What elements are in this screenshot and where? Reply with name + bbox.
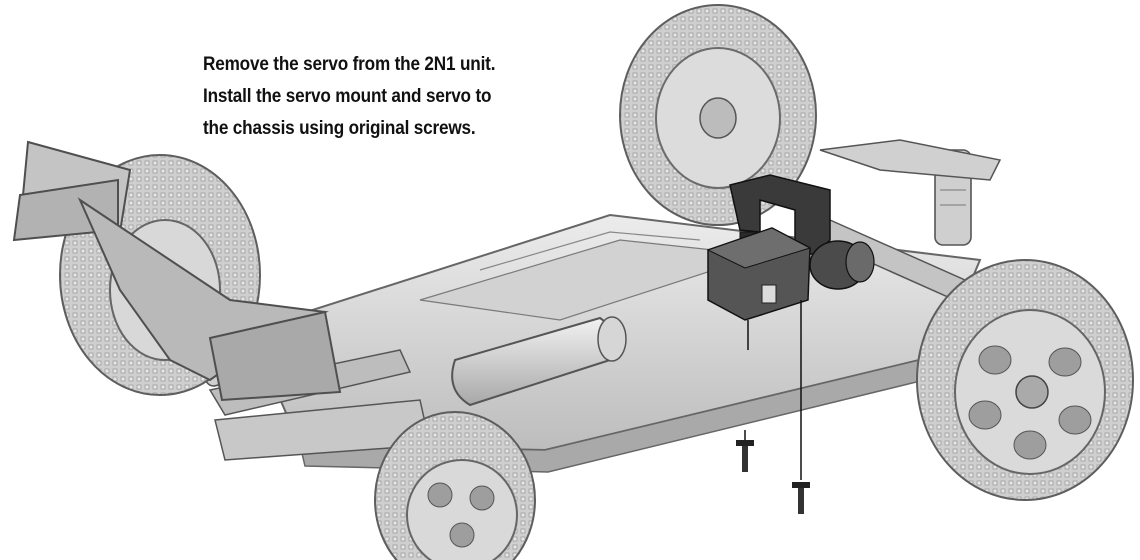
instruction-text: Remove the servo from the 2N1 unit. Inst…: [203, 48, 581, 144]
motor: [451, 316, 627, 407]
rear-wing: [12, 140, 342, 402]
instruction-line-3: the chassis using original screws.: [203, 117, 476, 139]
instruction-line-2: Install the servo mount and servo to: [203, 85, 492, 107]
wheel-top-right: [619, 4, 817, 226]
screw-left: [736, 440, 754, 472]
wheel-front-right: [916, 259, 1134, 501]
screw-right: [792, 482, 810, 514]
screws: [736, 300, 810, 514]
instruction-line-1: Remove the servo from the 2N1 unit.: [203, 53, 496, 75]
servo: [706, 227, 875, 321]
wheel-bottom-left: [374, 411, 536, 560]
